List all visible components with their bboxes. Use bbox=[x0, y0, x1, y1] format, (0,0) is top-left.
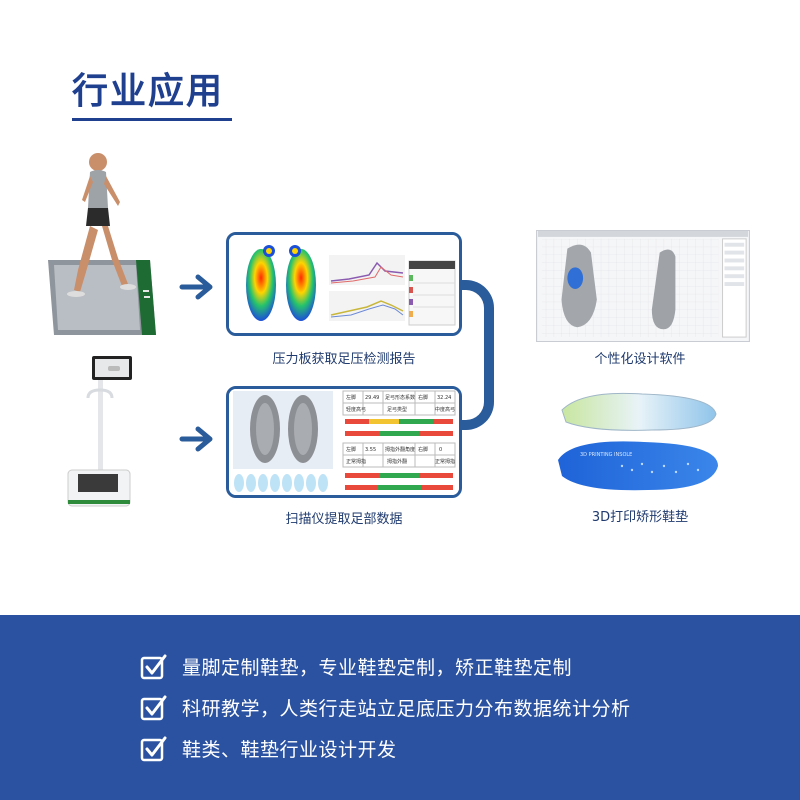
foot-scan-image: 左脚 29.49 足弓形态系数 右脚 32.24 轻度高弓 足弓类型 中度高弓 … bbox=[229, 389, 459, 495]
table-cell: 左脚 bbox=[346, 394, 356, 401]
benefit-text: 科研教学，人类行走站立足底压力分布数据统计分析 bbox=[182, 697, 631, 720]
benefit-item: 科研教学，人类行走站立足底压力分布数据统计分析 bbox=[140, 693, 631, 721]
table-cell: 右脚 bbox=[418, 446, 428, 453]
walker-on-pressure-plate-image bbox=[48, 153, 156, 335]
table-cell: 拇指外翻 bbox=[387, 458, 407, 465]
pressure-caption: 压力板获取足压检测报告 bbox=[272, 352, 416, 367]
insole-brand-text: 3D PRINTING INSOLE bbox=[580, 452, 632, 458]
foot-scanner-device-image bbox=[67, 356, 132, 507]
printed-insole-image: 3D PRINTING INSOLE bbox=[558, 392, 718, 491]
table-cell: 拇指外翻角度 bbox=[385, 446, 415, 453]
table-cell: 0 bbox=[439, 447, 442, 453]
checkbox-check-icon bbox=[140, 695, 167, 721]
table-cell: 轻度高弓 bbox=[346, 406, 366, 413]
table-cell: 右脚 bbox=[418, 394, 428, 401]
foot-scan-data-panel: 左脚 29.49 足弓形态系数 右脚 32.24 轻度高弓 足弓类型 中度高弓 … bbox=[226, 386, 462, 498]
scanner-caption: 扫描仪提取足部数据 bbox=[285, 512, 403, 527]
arrow-right-icon bbox=[179, 274, 213, 300]
table-cell: 29.49 bbox=[365, 395, 379, 401]
benefits-band bbox=[0, 615, 800, 800]
flow-connector bbox=[458, 280, 494, 430]
checkbox-check-icon bbox=[140, 654, 167, 680]
benefit-item: 量脚定制鞋垫，专业鞋垫定制，矫正鞋垫定制 bbox=[140, 652, 572, 680]
table-cell: 左脚 bbox=[346, 446, 356, 453]
table-cell: 足弓形态系数 bbox=[385, 394, 415, 401]
scan-result-table: 左脚 29.49 足弓形态系数 右脚 32.24 轻度高弓 足弓类型 中度高弓 … bbox=[342, 390, 456, 490]
pressure-report-panel bbox=[226, 232, 462, 336]
table-cell: 中度高弓 bbox=[435, 406, 455, 413]
insole-caption: 3D打印矫形鞋垫 bbox=[591, 510, 689, 525]
benefit-text: 量脚定制鞋垫，专业鞋垫定制，矫正鞋垫定制 bbox=[182, 656, 573, 679]
title-underline bbox=[72, 118, 232, 121]
table-cell: 32.24 bbox=[437, 395, 451, 401]
benefit-text: 鞋类、鞋垫行业设计开发 bbox=[182, 738, 397, 761]
table-cell: 正常拇指 bbox=[346, 458, 366, 465]
table-cell: 正常拇指 bbox=[435, 458, 455, 465]
arrow-right-icon bbox=[179, 426, 213, 452]
page-title: 行业应用 bbox=[72, 71, 225, 112]
table-cell: 3.55 bbox=[365, 447, 376, 453]
pressure-report-image bbox=[229, 235, 459, 333]
software-caption: 个性化设计软件 bbox=[594, 352, 686, 367]
table-cell: 足弓类型 bbox=[387, 406, 407, 413]
checkbox-check-icon bbox=[140, 736, 167, 762]
benefit-item: 鞋类、鞋垫行业设计开发 bbox=[140, 734, 397, 762]
design-software-image bbox=[536, 230, 750, 342]
